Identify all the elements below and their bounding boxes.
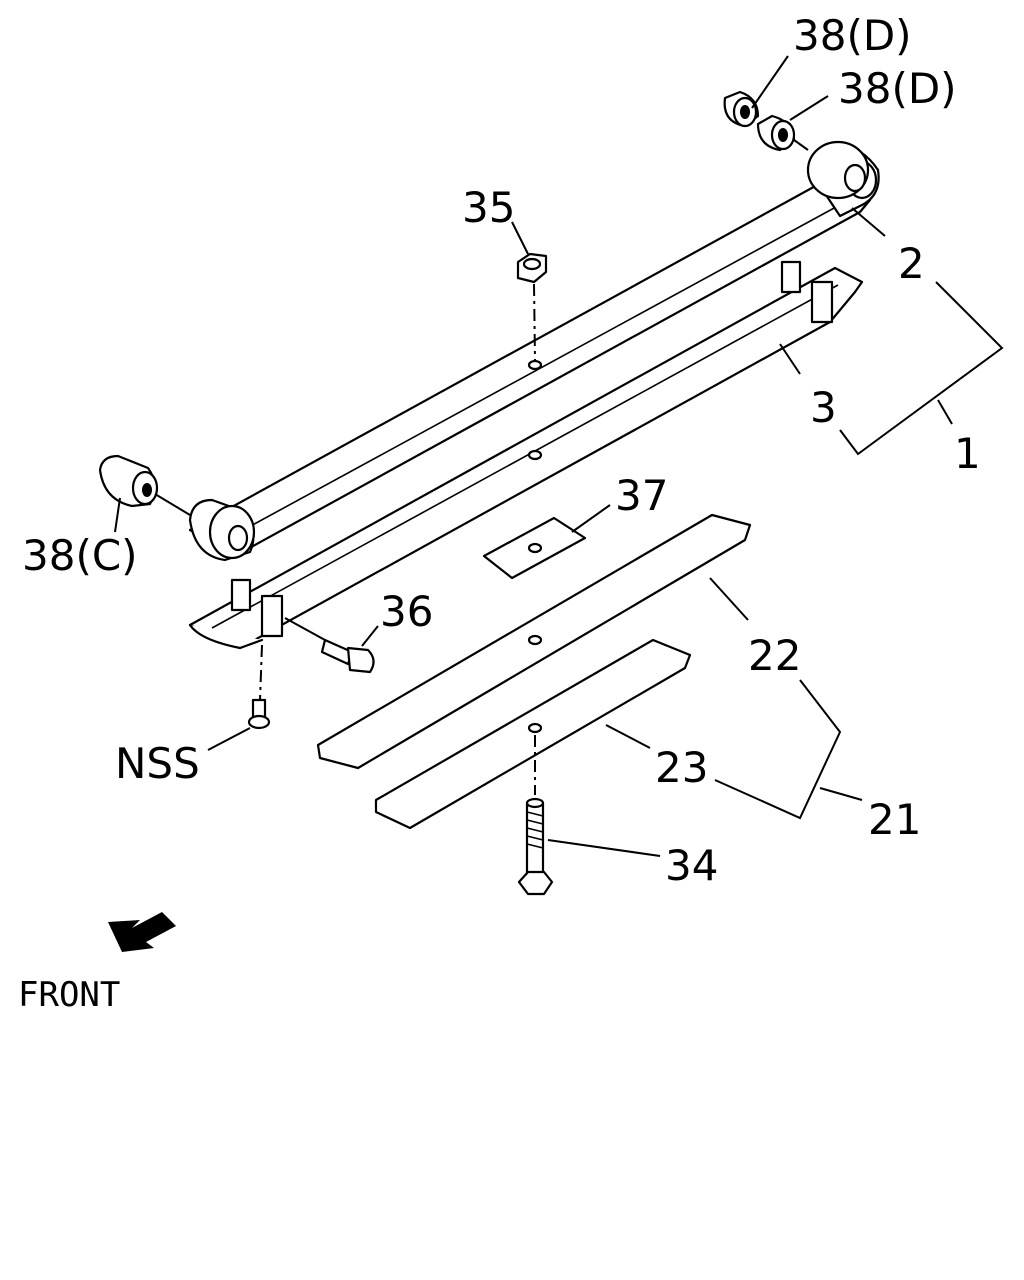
pad-plate: [482, 516, 587, 580]
bushing-rear-lower: [756, 114, 796, 152]
bushing-front: [98, 454, 159, 508]
bushing-rear-upper: [723, 90, 760, 128]
callout-37: 37: [615, 471, 668, 520]
callout-35: 35: [462, 183, 515, 232]
second-leaf: [188, 260, 864, 650]
callout-3: 3: [810, 383, 837, 432]
nut: [516, 252, 548, 284]
callout-36: 36: [380, 587, 433, 636]
callout-2: 2: [898, 239, 925, 288]
callout-38c: 38(C): [22, 531, 138, 580]
front-arrow-icon: [108, 912, 176, 952]
callout-1: 1: [954, 429, 981, 478]
callout-22: 22: [748, 631, 801, 680]
clip-bolt: [284, 617, 375, 674]
callout-38d-upper: 38(D): [793, 11, 912, 60]
callout-21: 21: [868, 795, 921, 844]
callout-nss: NSS: [115, 739, 200, 788]
main-leaf-spring: [188, 140, 880, 562]
helper-leaf-22: [316, 513, 752, 770]
center-bolt: [517, 797, 554, 896]
front-label: FRONT: [18, 975, 120, 1015]
helper-leaf-23: [374, 638, 692, 830]
rivet-nss: [247, 698, 271, 730]
callout-38d-lower: 38(D): [838, 64, 957, 113]
callout-34: 34: [665, 841, 718, 890]
callout-23: 23: [655, 743, 708, 792]
leader-lines: [114, 55, 1004, 857]
